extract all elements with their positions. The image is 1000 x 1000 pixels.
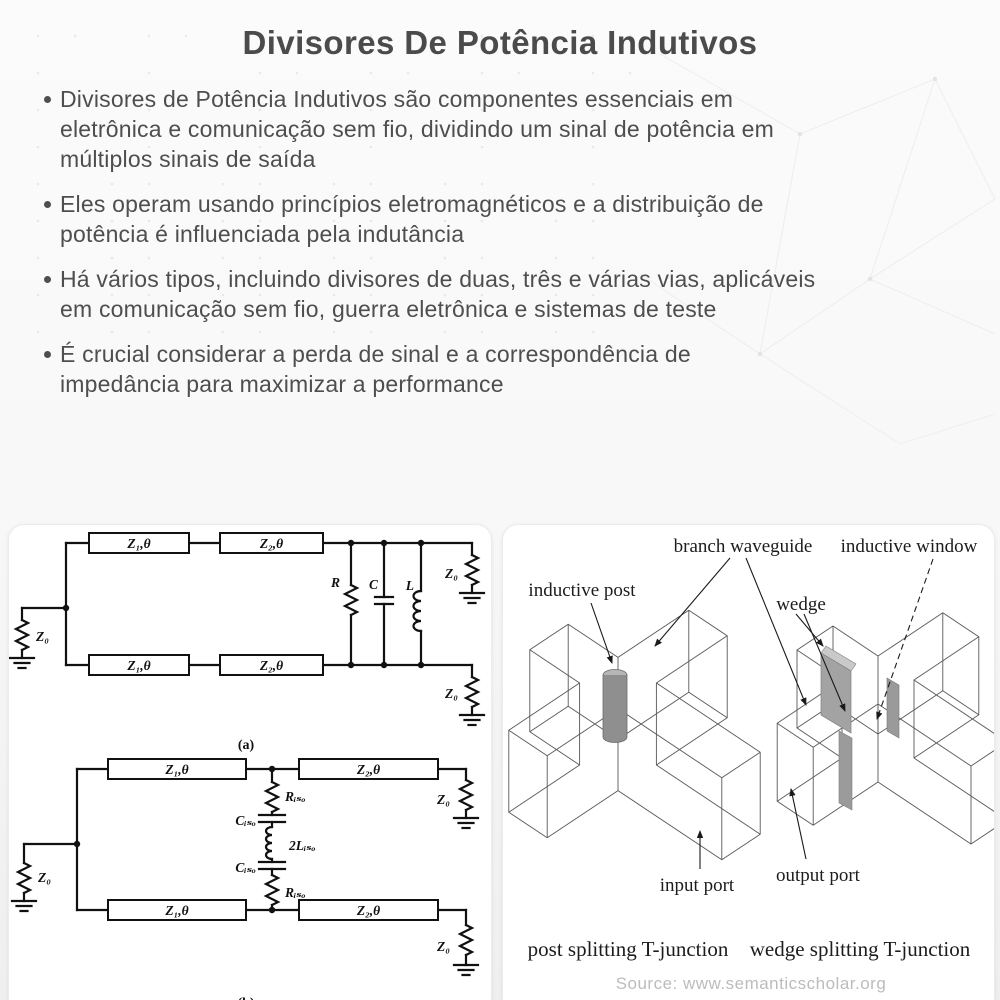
label-capacitor: C — [369, 577, 379, 592]
bullet-list: Divisores de Potência Indutivos são comp… — [44, 84, 970, 399]
label-z0-load: Z₀ — [436, 939, 450, 954]
label-r-iso: Rᵢₛₒ — [284, 885, 306, 900]
bullet-text: Há vários tipos, incluindo divisores de … — [60, 264, 815, 324]
caption-post-junction: post splitting T-junction — [528, 937, 729, 961]
bullet-dot-icon — [44, 201, 51, 208]
label-2l-iso: 2Lᵢₛₒ — [288, 838, 316, 853]
transmission-line-box — [88, 654, 190, 676]
label-z1-line: Z₁,θ — [126, 658, 150, 673]
label-z1-line: Z₁,θ — [164, 762, 188, 777]
transmission-line-box — [298, 899, 439, 921]
pointer-wedge-1 — [795, 613, 824, 647]
bullet-item: Há vários tipos, incluindo divisores de … — [44, 264, 970, 324]
transmission-line-box — [298, 758, 439, 780]
caption-b: (b) — [237, 996, 254, 1000]
bullet-dot-icon — [44, 96, 51, 103]
label-z0-source: Z₀ — [37, 870, 51, 885]
inductive-post — [602, 675, 628, 743]
pointer-inductive-post — [590, 602, 613, 664]
wedge-stem — [838, 730, 853, 811]
transmission-line-box — [107, 758, 247, 780]
page-title: Divisores De Potência Indutivos — [242, 24, 758, 61]
label-z0-load: Z₀ — [444, 686, 458, 701]
background-decoration — [36, 34, 996, 445]
bullet-line: impedância para maximizar a performance — [60, 371, 504, 397]
network-node — [867, 276, 873, 282]
pointer-branch-waveguide-right — [745, 557, 807, 706]
label-z2-line: Z₂,θ — [356, 762, 380, 777]
label-inductive-post: inductive post — [528, 580, 636, 601]
circuit-figure-card: Z₁,θ Z₂,θ Z₁,θ Z₂,θ Z₀ Z₀ Z₀ R C L (a) Z… — [8, 524, 492, 1000]
bullet-line: múltiplos sinais de saída — [60, 146, 316, 172]
bullet-line: eletrônica e comunicação sem fio, dividi… — [60, 116, 775, 142]
bullet-dot-icon — [44, 351, 51, 358]
label-z0-load: Z₀ — [436, 792, 450, 807]
bullet-line: É crucial considerar a perda de sinal e … — [60, 341, 691, 367]
label-inductive-window: inductive window — [841, 536, 978, 557]
label-z1-line: Z₁,θ — [164, 903, 188, 918]
label-z2-line: Z₂,θ — [259, 658, 283, 673]
waveguide-figure: inductive post branch waveguide inductiv… — [508, 536, 994, 993]
label-inductor: L — [405, 578, 414, 593]
label-c-iso: Cᵢₛₒ — [235, 813, 256, 828]
pointer-wedge-2 — [803, 613, 846, 712]
bullet-line: potência é influenciada pela indutância — [60, 221, 465, 247]
bullet-line: Há vários tipos, incluindo divisores de … — [60, 266, 816, 292]
label-z0-source: Z₀ — [35, 629, 49, 644]
transmission-line-box — [88, 532, 190, 554]
label-input-port: input port — [660, 875, 735, 896]
circuit-figure: Z₁,θ Z₂,θ Z₁,θ Z₂,θ Z₀ Z₀ Z₀ R C L (a) Z… — [9, 532, 486, 1000]
label-r-iso: Rᵢₛₒ — [284, 789, 306, 804]
bullet-item: É crucial considerar a perda de sinal e … — [44, 339, 970, 399]
bullet-line: Eles operam usando princípios eletromagn… — [60, 191, 764, 217]
label-c-iso: Cᵢₛₒ — [235, 860, 256, 875]
label-output-port: output port — [776, 865, 861, 886]
label-wedge: wedge — [776, 594, 826, 615]
network-line — [759, 133, 996, 445]
waveguide-figure-card: inductive post branch waveguide inductiv… — [502, 524, 995, 1000]
transmission-line-box — [107, 899, 247, 921]
transmission-line-box — [219, 532, 324, 554]
caption-wedge-junction: wedge splitting T-junction — [750, 937, 971, 961]
label-branch-waveguide: branch waveguide — [674, 536, 813, 557]
bullet-text: Eles operam usando princípios eletromagn… — [60, 189, 764, 249]
bullet-line: Divisores de Potência Indutivos são comp… — [60, 86, 734, 112]
bullet-dot-icon — [44, 276, 51, 283]
bullet-text: É crucial considerar a perda de sinal e … — [60, 339, 691, 399]
label-z0-load: Z₀ — [444, 566, 458, 581]
pointer-branch-waveguide-left — [654, 557, 731, 647]
network-node — [797, 131, 803, 137]
bullet-item: Divisores de Potência Indutivos são comp… — [44, 84, 970, 174]
inductive-window-plate — [886, 677, 900, 739]
label-resistor: R — [330, 575, 340, 590]
label-z1-line: Z₁,θ — [126, 536, 150, 551]
caption-a: (a) — [238, 738, 255, 753]
bullet-item: Eles operam usando princípios eletromagn… — [44, 189, 970, 249]
bullet-text: Divisores de Potência Indutivos são comp… — [60, 84, 774, 174]
label-z2-line: Z₂,θ — [356, 903, 380, 918]
network-line — [639, 78, 936, 355]
source-attribution: Source: www.semanticscholar.org — [616, 974, 887, 993]
network-line — [659, 53, 996, 335]
transmission-line-box — [219, 654, 324, 676]
bullet-line: em comunicação sem fio, guerra eletrônic… — [60, 296, 717, 322]
network-node — [932, 76, 938, 82]
pointer-inductive-window — [876, 558, 934, 720]
label-z2-line: Z₂,θ — [259, 536, 283, 551]
network-node — [757, 351, 763, 357]
pointer-output-port — [789, 788, 807, 860]
